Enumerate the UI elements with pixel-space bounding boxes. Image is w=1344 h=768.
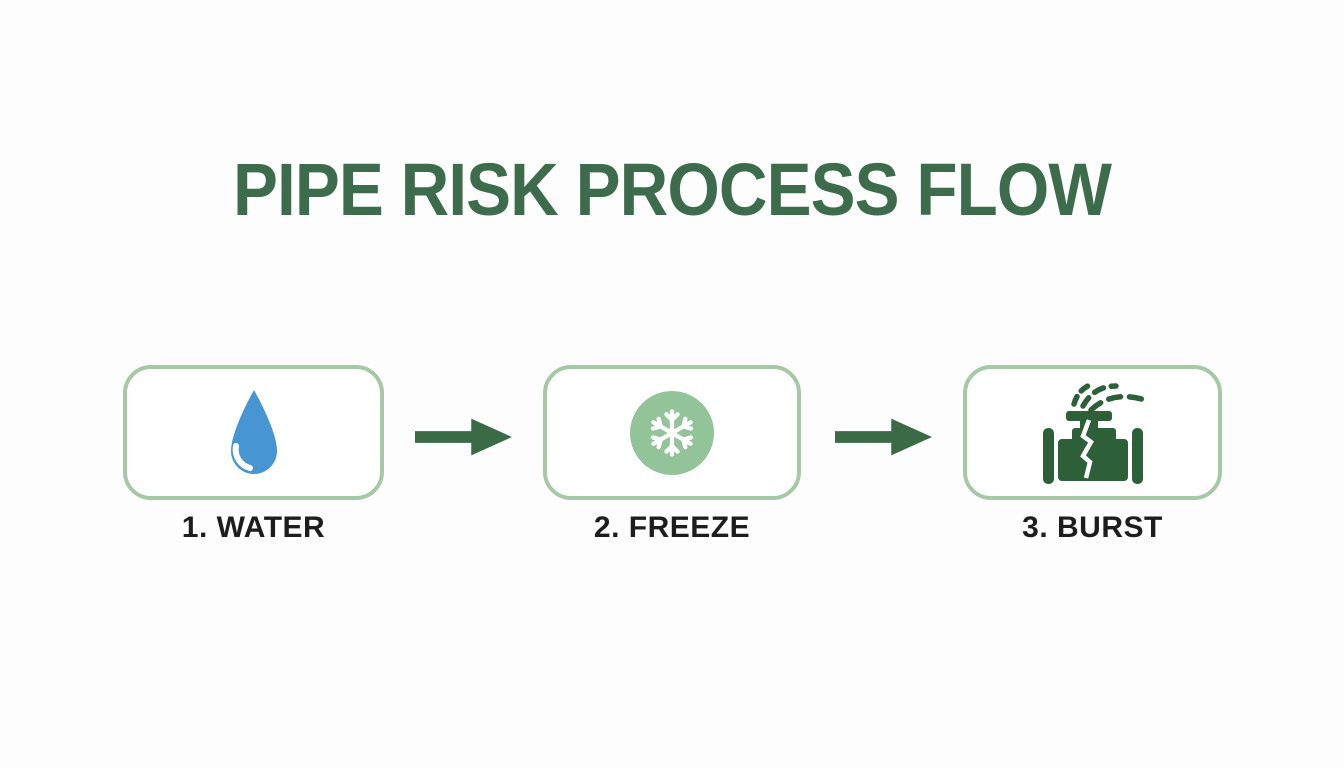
step-label-freeze: 2. FREEZE (593, 511, 751, 544)
burst-pipe-icon (1042, 381, 1148, 484)
step-box-freeze (543, 365, 801, 500)
right-arrow-icon (415, 412, 512, 462)
right-arrow-icon (835, 412, 932, 462)
step-box-water (123, 365, 384, 500)
step-label-water: 1. WATER (181, 511, 326, 544)
freeze-circle (630, 390, 714, 475)
step-box-burst (963, 365, 1222, 500)
snowflake-icon (650, 408, 694, 457)
water-drop-icon (230, 389, 277, 474)
page-title: PIPE RISK PROCESS FLOW (233, 148, 1112, 231)
step-label-burst: 3. BURST (1022, 511, 1163, 544)
